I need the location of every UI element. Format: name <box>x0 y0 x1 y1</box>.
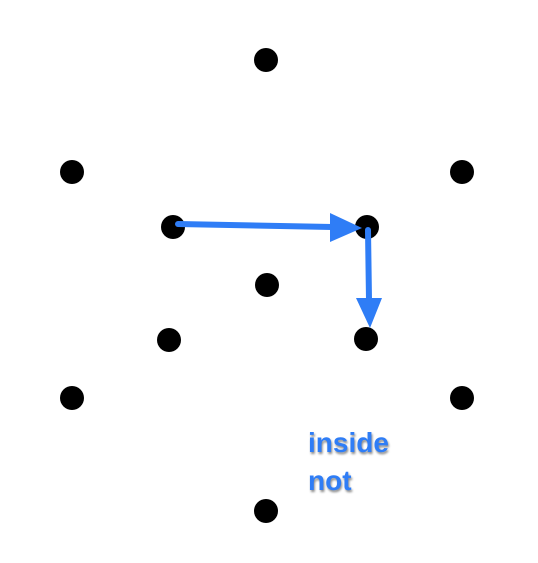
lower-right-dot <box>450 386 474 410</box>
annotation-inside: inside <box>308 427 389 458</box>
right-inner-dot <box>355 215 379 239</box>
vertical-arrow-shaft <box>365 227 372 303</box>
horizontal-arrow-head <box>330 213 362 242</box>
horizontal-arrow <box>175 213 362 242</box>
lower-left-inner-dot <box>157 328 181 352</box>
bottom-dot <box>254 499 278 523</box>
horizontal-arrow-shaft <box>175 221 335 230</box>
upper-left-dot <box>60 160 84 184</box>
top-dot <box>254 48 278 72</box>
lower-right-inner-dot <box>354 327 378 351</box>
lower-left-dot <box>60 386 84 410</box>
upper-right-dot <box>450 160 474 184</box>
vertical-arrow <box>356 227 382 328</box>
annotation-not: not <box>308 465 352 496</box>
left-inner-dot <box>161 215 185 239</box>
center-dot <box>255 273 279 297</box>
vertical-arrow-head <box>356 298 382 328</box>
